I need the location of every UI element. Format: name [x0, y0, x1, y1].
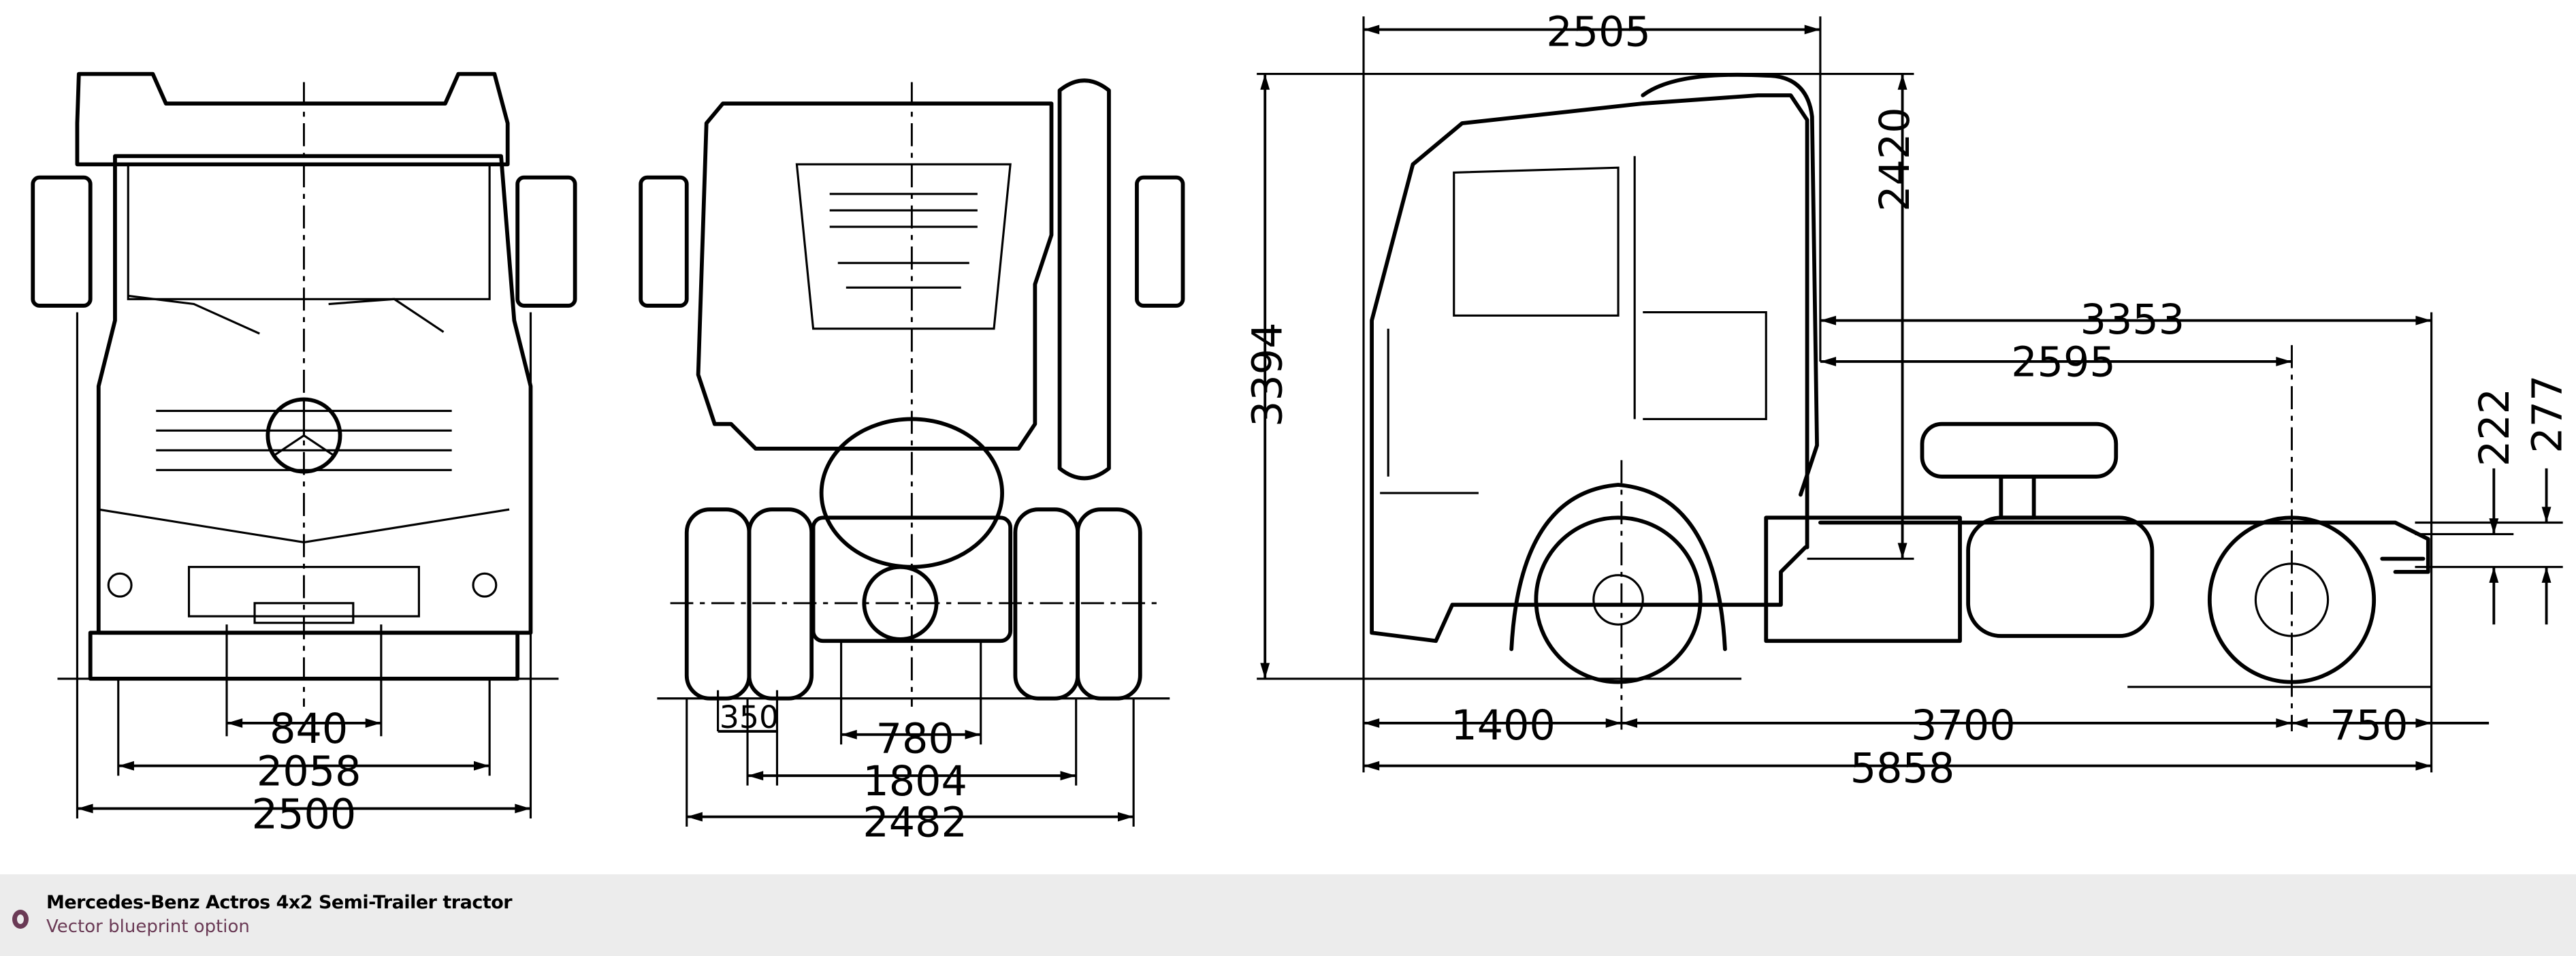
caption-subtitle: Vector blueprint option [46, 917, 250, 937]
front-view: 840 2058 2500 [31, 71, 577, 838]
rear-dim-2482: 2482 [863, 799, 967, 846]
caption-bar: Mercedes-Benz Actros 4x2 Semi-Trailer tr… [0, 874, 2576, 956]
side-dim-5858: 5858 [1850, 745, 1955, 793]
rear-dim-350: 350 [720, 699, 779, 735]
side-dim-3353: 3353 [2080, 296, 2185, 344]
side-dim-2505: 2505 [1546, 9, 1651, 57]
side-dim-3394: 3394 [1244, 323, 1291, 428]
ring-icon [12, 910, 29, 929]
rear-view: 350 780 1804 2482 [639, 78, 1185, 846]
side-dim-222: 222 [2471, 388, 2519, 466]
side-dim-2420: 2420 [1871, 107, 1919, 212]
side-dim-277: 277 [2524, 375, 2571, 453]
rear-dim-780: 780 [876, 715, 954, 763]
side-dim-750: 750 [2330, 702, 2408, 750]
front-dim-840: 840 [270, 705, 348, 753]
front-dim-2058: 2058 [257, 748, 361, 796]
side-dim-2595: 2595 [2011, 339, 2116, 387]
caption-title: Mercedes-Benz Actros 4x2 Semi-Trailer tr… [46, 892, 513, 913]
side-view: 2505 2420 3394 3353 2595 222 277 1400 37… [1244, 9, 2571, 793]
side-dim-1400: 1400 [1451, 702, 1556, 750]
front-dim-2500: 2500 [252, 791, 357, 838]
rear-dim-1804: 1804 [863, 758, 967, 806]
side-dim-3700: 3700 [1911, 702, 2016, 750]
blueprint-drawing: 840 2058 2500 350 780 1804 2482 [31, 8, 2572, 847]
